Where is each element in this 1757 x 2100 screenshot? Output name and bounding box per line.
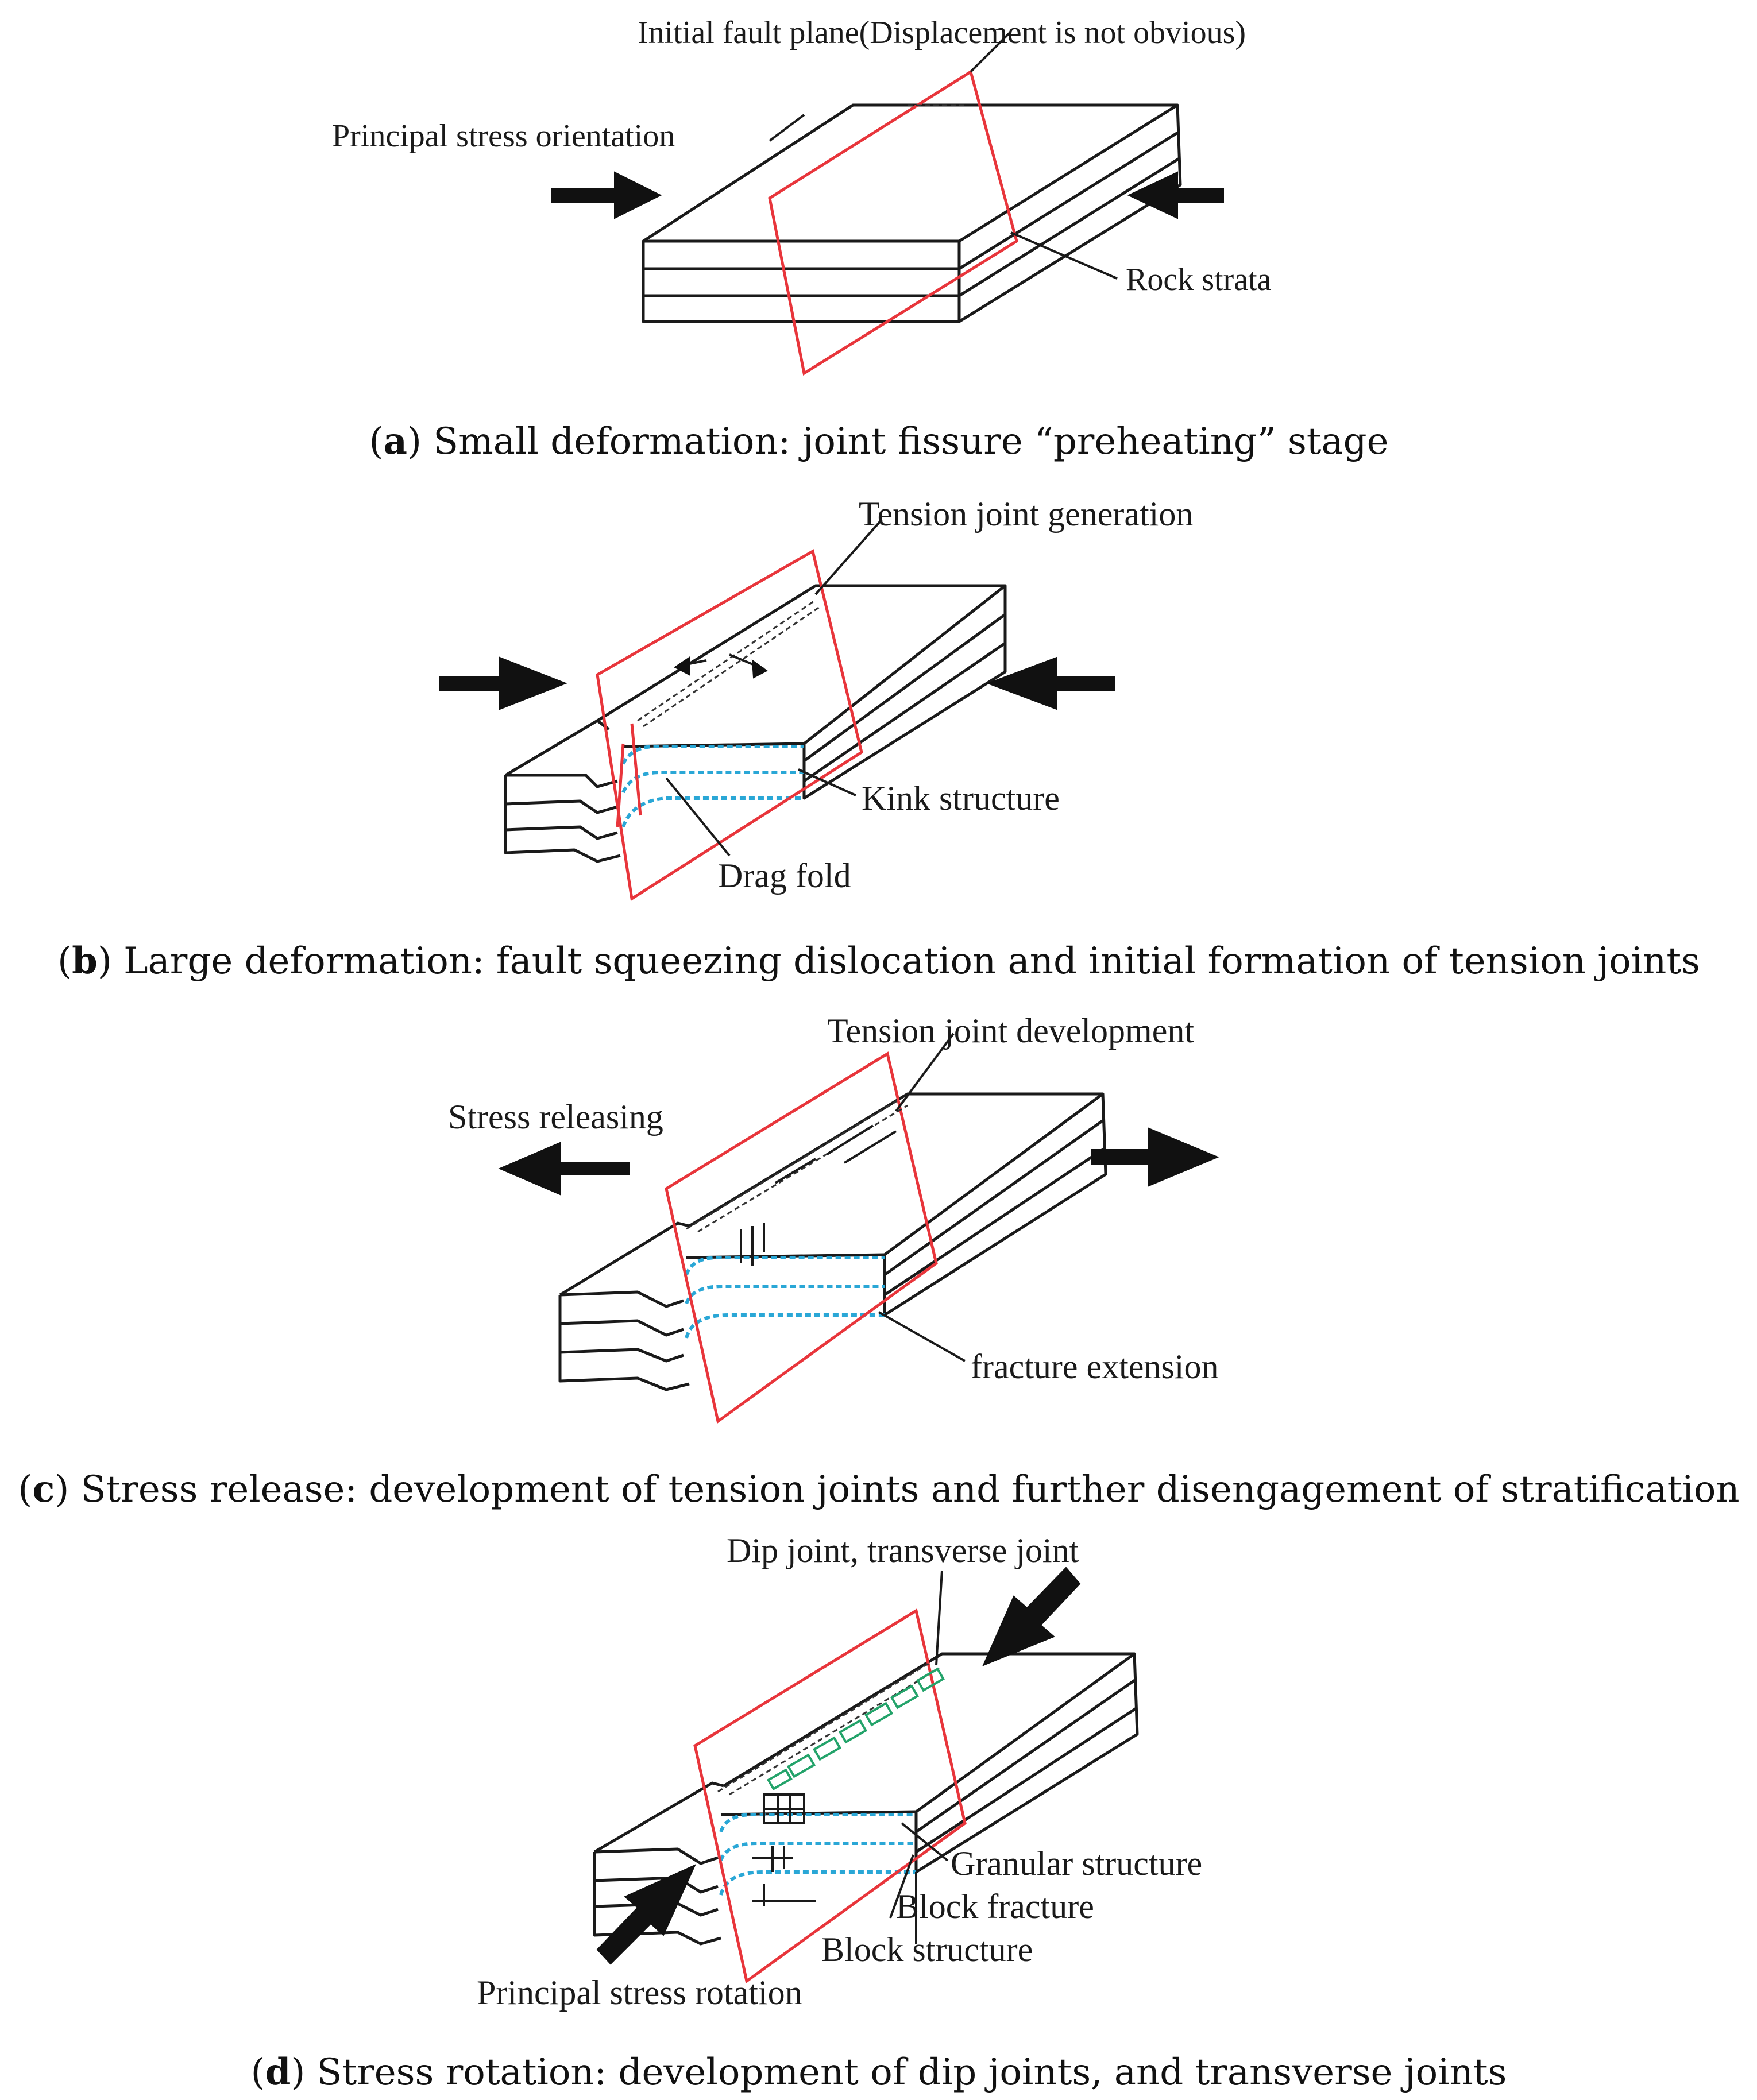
- panel-b: Tension joint generation Kink structure …: [57, 495, 1700, 983]
- panel-a-caption: (a) Small deformation: joint fissure “pr…: [369, 420, 1389, 463]
- panel-a-arrow-left-icon: [1127, 171, 1224, 219]
- panel-d-block-lines: [719, 1813, 916, 1896]
- panel-d-granular-label: Granular structure: [951, 1844, 1202, 1882]
- panel-b-kink-label: Kink structure: [862, 779, 1060, 817]
- panel-c-arrow-right-icon: [1091, 1127, 1219, 1187]
- panel-b-fault-plane: [596, 549, 863, 902]
- panel-a-stress-label: Principal stress orientation: [332, 118, 675, 154]
- panel-d-dip-label: Dip joint, transverse joint: [727, 1532, 1079, 1569]
- panel-b-drag-leader: [665, 777, 731, 857]
- panel-c-fracture-leader: [878, 1311, 966, 1362]
- panel-d-arrow-upper-icon: [982, 1567, 1081, 1666]
- panel-c-fracture-lines: [685, 1256, 885, 1339]
- panel-c-release-label: Stress releasing: [448, 1098, 663, 1136]
- panel-d-green-joints: [717, 1661, 945, 1796]
- panel-b-kink-lines: [621, 745, 804, 828]
- panel-b-drag-arrows-icon: [616, 723, 642, 827]
- panel-a: Initial fault plane(Displacement is not …: [332, 15, 1389, 463]
- panel-c: Tension joint development Stress releasi…: [18, 1012, 1739, 1511]
- panel-c-tension-label: Tension joint development: [827, 1012, 1194, 1050]
- panel-a-rock-block: [642, 103, 1182, 323]
- panel-d: Dip joint, transverse joint Granular str…: [251, 1532, 1507, 2094]
- panel-a-strata-label: Rock strata: [1126, 262, 1272, 297]
- panel-d-blockfracture-label: Block fracture: [896, 1888, 1094, 1925]
- panel-c-caption: (c) Stress release: development of tensi…: [18, 1468, 1739, 1511]
- panel-b-kink-leader: [798, 768, 856, 796]
- panel-b-drag-label: Drag fold: [718, 857, 851, 895]
- panel-b-tension-leader: [814, 519, 883, 595]
- panel-a-fault-plane: [768, 69, 1018, 376]
- panel-d-caption: (d) Stress rotation: development of dip …: [251, 2051, 1507, 2094]
- panel-b-caption: (b) Large deformation: fault squeezing d…: [57, 939, 1700, 983]
- panel-d-blockfracture-leader: [889, 1854, 914, 1919]
- panel-b-tension-label: Tension joint generation: [859, 495, 1193, 533]
- panel-b-arrow-left-icon: [986, 656, 1115, 710]
- panel-d-fault-plane: [693, 1608, 967, 1984]
- panel-a-fault-leader: [970, 30, 1012, 73]
- panel-c-fracture-label: fracture extension: [971, 1348, 1218, 1386]
- panel-d-dip-leader: [935, 1570, 943, 1666]
- panel-c-rock-block: [558, 1092, 1107, 1391]
- panel-d-granular-leader: [901, 1822, 949, 1862]
- panel-c-arrow-left-icon: [498, 1142, 630, 1196]
- panel-d-rotation-label: Principal stress rotation: [477, 1974, 802, 2012]
- panel-d-blockstructure-label: Block structure: [821, 1931, 1033, 1968]
- panel-d-granular-grid: [752, 1793, 816, 1906]
- panel-a-arrow-right-icon: [551, 171, 662, 219]
- panel-c-fault-plane: [665, 1051, 938, 1424]
- panel-a-fault-label: Initial fault plane(Displacement is not …: [638, 15, 1246, 51]
- panel-d-arrow-lower-icon: [596, 1864, 696, 1965]
- panel-b-arrow-right-icon: [439, 656, 567, 710]
- panel-a-stress-leader: [769, 114, 805, 142]
- panel-c-tension-leader: [895, 1032, 955, 1112]
- panel-a-strata-leader: [1010, 231, 1118, 280]
- panel-b-tension-joint: [637, 599, 816, 722]
- panel-c-tension-joints: [686, 1099, 908, 1266]
- panel-d-rock-block: [593, 1652, 1139, 1946]
